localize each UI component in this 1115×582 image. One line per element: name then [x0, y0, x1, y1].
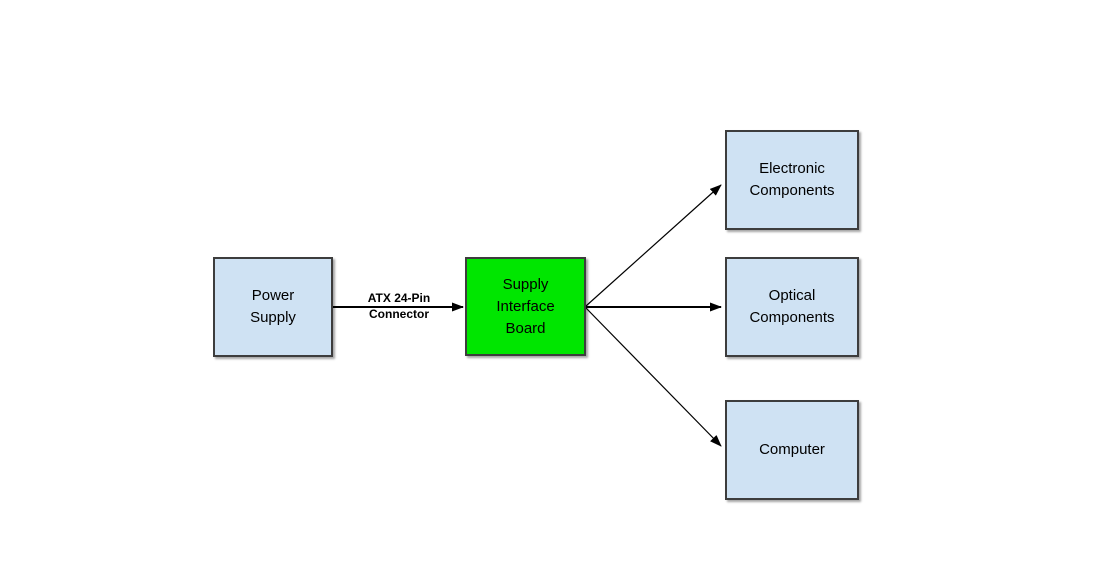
node-supply-interface-board-label: Supply Interface Board — [496, 275, 555, 337]
node-electronic-components-label: Electronic Components — [749, 160, 835, 199]
node-optical-components[interactable]: Optical Components — [725, 257, 859, 357]
connector-board-to-electronic — [585, 184, 722, 307]
node-electronic-components[interactable]: Electronic Components — [725, 130, 859, 230]
node-computer[interactable]: Computer — [725, 400, 859, 500]
connector-board-to-computer — [585, 307, 722, 447]
node-supply-interface-board[interactable]: Supply Interface Board — [465, 257, 586, 356]
node-optical-components-label: Optical Components — [749, 287, 835, 326]
node-computer-label: Computer — [759, 441, 825, 458]
connector-label-atx-24-pin: ATX 24-Pin Connector — [367, 291, 431, 321]
node-power-supply-label: Power Supply — [250, 287, 296, 326]
node-power-supply[interactable]: Power Supply — [213, 257, 333, 357]
